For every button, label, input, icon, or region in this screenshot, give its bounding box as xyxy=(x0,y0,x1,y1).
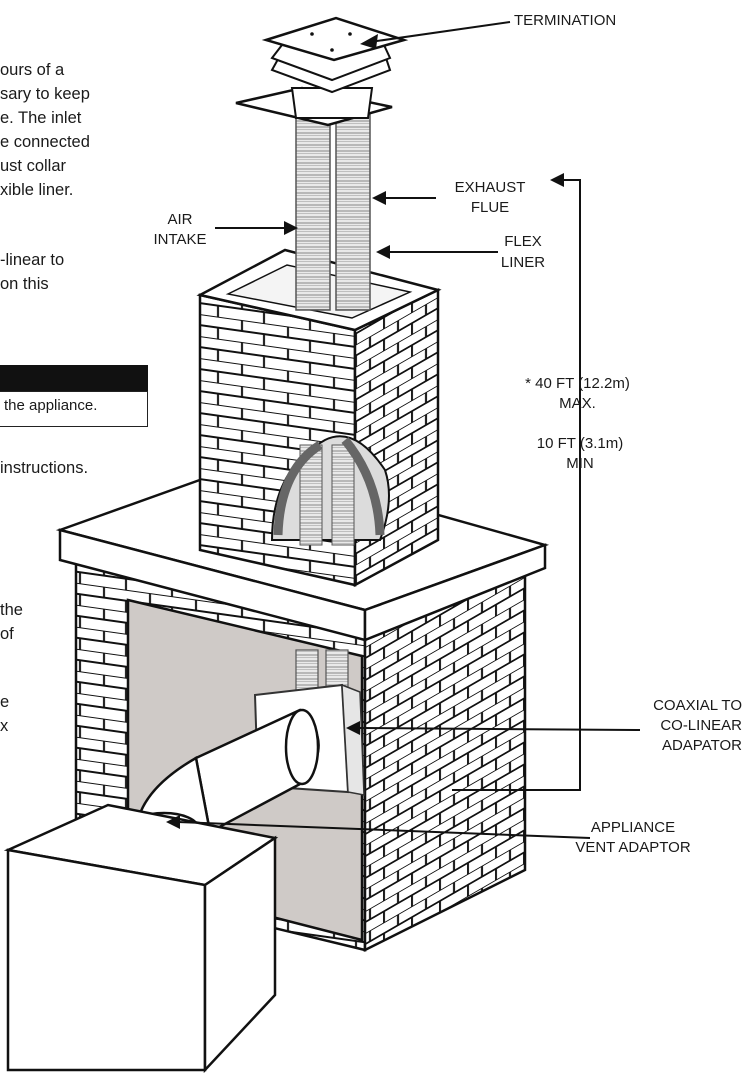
label-air-intake-line2: INTAKE xyxy=(153,231,207,248)
label-min-length-line1: 10 FT (3.1m) xyxy=(536,435,624,452)
termination-cap xyxy=(235,16,409,127)
label-max-length-line2: MAX. xyxy=(559,395,596,412)
body-line: x xyxy=(0,717,9,735)
body-line: xible liner. xyxy=(0,181,74,199)
label-air-intake-line1: AIR xyxy=(167,211,193,228)
warning-text: the appliance. xyxy=(4,397,98,414)
body-line: e. The inlet xyxy=(0,109,82,127)
body-line: instructions. xyxy=(0,459,89,477)
label-appliance-vent-adaptor-line1: APPLIANCE xyxy=(590,819,676,836)
warning-header-bar xyxy=(0,365,148,391)
leader-lines xyxy=(166,21,641,839)
body-line: e connected xyxy=(0,133,90,151)
label-flex-liner-line2: LINER xyxy=(500,254,546,271)
appliance-box xyxy=(3,803,279,1074)
label-min-length-line2: MIN xyxy=(566,455,594,472)
exhaust-flue-liner xyxy=(335,109,371,311)
label-coaxial-adapter-line1: COAXIAL TO xyxy=(653,697,742,714)
warning-box xyxy=(0,391,148,427)
chimney-column xyxy=(196,248,442,588)
body-line: ust collar xyxy=(0,157,67,175)
body-line: sary to keep xyxy=(0,85,90,103)
body-line: of xyxy=(0,625,14,643)
label-exhaust-flue-line2: FLUE xyxy=(470,199,510,216)
label-exhaust-flue-line1: EXHAUST xyxy=(454,179,526,196)
label-appliance-vent-adaptor-line2: VENT ADAPTOR xyxy=(575,839,691,856)
label-coaxial-adapter-line2: CO-LINEAR xyxy=(660,717,742,734)
label-flex-liner-line1: FLEX xyxy=(504,233,542,250)
body-line: on this xyxy=(0,275,49,293)
body-line: e xyxy=(0,693,10,711)
air-intake-liner xyxy=(295,109,331,311)
label-coaxial-adapter-line3: ADAPATOR xyxy=(661,737,742,754)
label-max-length-line1: * 40 FT (12.2m) xyxy=(525,375,630,392)
body-line: the xyxy=(0,601,23,619)
label-termination: TERMINATION xyxy=(514,12,617,29)
body-line: -linear to xyxy=(0,251,65,269)
body-line: ours of a xyxy=(0,61,65,79)
